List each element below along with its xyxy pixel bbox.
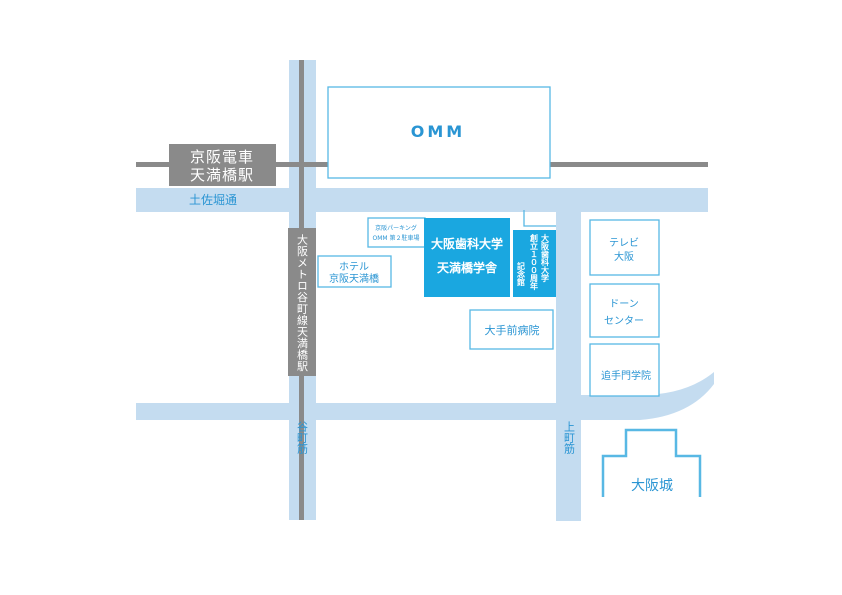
building-otemon-gakuin <box>589 343 660 397</box>
building-memorial-hall <box>513 230 556 297</box>
building-parking <box>367 217 426 248</box>
otemon-gakuin-label: 追手門学院 <box>601 369 651 382</box>
road-tosabori <box>136 188 708 212</box>
osaka-castle-label: 大阪城 <box>631 478 673 494</box>
hotel-label-1: ホテル <box>339 261 369 273</box>
buildings <box>317 86 660 397</box>
otemae-hospital-label: 大手前病院 <box>485 323 540 337</box>
street-tanimachi-label: 谷町筋 <box>296 421 309 455</box>
building-otemae-hospital <box>469 309 554 350</box>
tv-osaka-label-1: テレビ <box>609 237 639 249</box>
osaka-dental-label-1: 大阪歯科大学 <box>431 236 503 251</box>
street-tosabori-label: 土佐堀通 <box>189 192 237 207</box>
building-tv-osaka <box>589 219 660 276</box>
keihan-station-box <box>169 144 276 186</box>
osaka-dental-label-2: 天満橋学舎 <box>437 260 498 275</box>
parking-label-2: OMM 第２駐車場 <box>373 234 420 242</box>
omm-label: OMM <box>411 122 465 141</box>
road-uemachi-suji <box>556 206 581 521</box>
dawn-center-label-1: ドーン <box>609 299 639 310</box>
osaka-castle-outline <box>601 428 702 497</box>
tv-osaka-label-2: 大阪 <box>614 250 634 263</box>
building-omm <box>327 86 551 179</box>
memorial-hall-label-2: 創立１００周年 <box>530 233 539 291</box>
building-dawn-center <box>589 283 660 338</box>
building-annex <box>523 210 556 227</box>
building-osaka-dental <box>424 218 510 297</box>
building-hotel <box>317 255 392 288</box>
keihan-station-label-2: 天満橋駅 <box>190 166 254 184</box>
metro-station-label: 大阪メトロ谷町線天満橋駅 <box>296 233 309 373</box>
parking-label-1: 京阪パーキング <box>375 224 417 232</box>
keihan-station-label-1: 京阪電車 <box>190 148 254 166</box>
metro-station-box <box>288 228 316 376</box>
dawn-center-label-2: センター <box>604 315 644 327</box>
hotel-label-2: 京阪天満橋 <box>329 272 379 285</box>
road-lower-horizontal <box>136 403 588 420</box>
memorial-hall-label-1: 大阪歯科大学 <box>540 233 550 283</box>
memorial-hall-label-3: 記念館 <box>517 261 526 287</box>
street-uemachi-label: 上町筋 <box>563 421 576 455</box>
